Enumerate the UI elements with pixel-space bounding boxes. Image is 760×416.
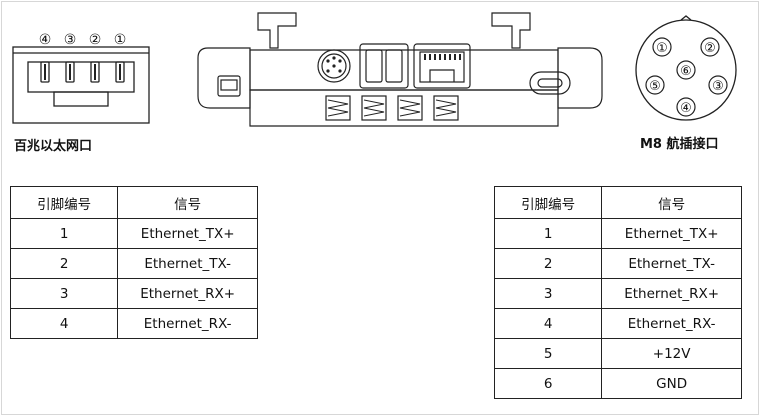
pin-number: 1 (493, 218, 603, 249)
left-pin-label-1: ① (114, 32, 127, 48)
device-side-view (197, 12, 603, 127)
signal-name: Ethernet_TX- (601, 248, 742, 279)
table-header-row: 引脚编号 信号 (493, 186, 742, 219)
signal-name: Ethernet_TX- (117, 248, 258, 279)
signal-name: Ethernet_RX- (117, 308, 258, 339)
m8-pin-6: ⑥ (680, 64, 692, 79)
ethernet-header-drawing: ④ ③ ② ① (12, 32, 150, 124)
pin-number: 5 (493, 338, 603, 369)
signal-name: Ethernet_TX+ (117, 218, 258, 249)
signal-name: Ethernet_RX+ (601, 278, 742, 309)
table-header-row: 引脚编号 信号 (9, 186, 258, 219)
m8-pin-2: ② (704, 41, 716, 56)
signal-name: Ethernet_RX- (601, 308, 742, 339)
pin-number: 6 (493, 368, 603, 399)
left-pin-label-4: ④ (39, 32, 52, 48)
signal-name: Ethernet_RX+ (117, 278, 258, 309)
signal-name: Ethernet_TX+ (601, 218, 742, 249)
m8-pin-1: ① (656, 41, 668, 56)
pin-number-header: 引脚编号 (9, 186, 119, 219)
signal-name: GND (601, 368, 742, 399)
left-pin-label-2: ② (89, 32, 102, 48)
m8-pin-4: ④ (680, 101, 692, 116)
ethernet-port-caption: 百兆以太网口 (14, 139, 93, 154)
m8-connector-caption: M8 航插接口 (640, 137, 719, 152)
pin-number: 2 (9, 248, 119, 279)
m8-connector-drawing: ① ② ⑤ ⑥ ③ ④ (635, 15, 737, 121)
left-pin-label-3: ③ (64, 32, 77, 48)
pin-number: 3 (493, 278, 603, 309)
signal-name: +12V (601, 338, 742, 369)
pin-number: 4 (493, 308, 603, 339)
pin-number: 3 (9, 278, 119, 309)
m8-pin-5: ⑤ (649, 79, 661, 94)
signal-header: 信号 (117, 186, 258, 219)
pin-number: 2 (493, 248, 603, 279)
table-row: 5+12V (493, 338, 742, 369)
pin-number-header: 引脚编号 (493, 186, 603, 219)
signal-header: 信号 (601, 186, 742, 219)
pin-number: 4 (9, 308, 119, 339)
m8-pin-3: ③ (712, 79, 724, 94)
pin-number: 1 (9, 218, 119, 249)
